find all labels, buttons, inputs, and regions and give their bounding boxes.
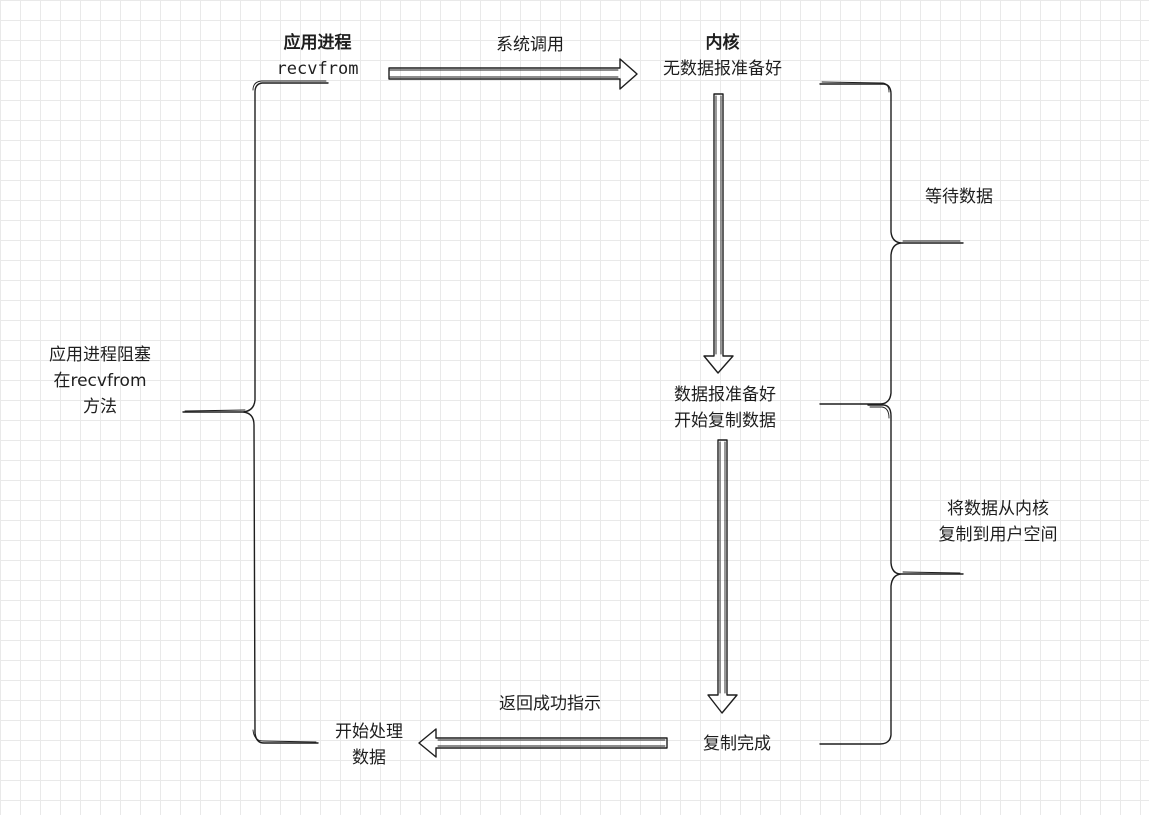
syscall-label: 系统调用 [496, 35, 564, 55]
copy-arrow [707, 439, 738, 714]
return-label: 返回成功指示 [499, 694, 601, 714]
blocking-brace-sketch [184, 80, 327, 743]
blocking-brace [182, 82, 329, 744]
copy-brace-sketch [869, 406, 961, 574]
return-arrow [418, 728, 668, 758]
copy-line2: 复制到用户空间 [938, 525, 1058, 545]
blocked-line1: 应用进程阻塞 [49, 345, 151, 365]
return-arrow-sketch [437, 739, 666, 747]
copy-line1: 将数据从内核 [947, 499, 1049, 519]
wait-arrow-sketch [715, 95, 722, 355]
process-label: 开始处理 数据 [314, 719, 424, 771]
copy-brace [819, 404, 964, 745]
copy-arrow-sketch [719, 441, 726, 694]
copy-label: 将数据从内核 复制到用户空间 [918, 496, 1078, 548]
syscall-arrow-sketch [389, 69, 619, 78]
wait-arrow [703, 93, 734, 374]
app-process-call: recvfrom [276, 59, 359, 79]
ready-line2: 开始复制数据 [674, 411, 776, 431]
blocked-label: 应用进程阻塞 在recvfrom 方法 [35, 342, 165, 420]
process-line2: 数据 [352, 748, 386, 768]
app-process-title: 应用进程 [283, 33, 352, 53]
wait-brace [819, 83, 964, 405]
wait-label: 等待数据 [925, 187, 993, 207]
app-process-label: 应用进程 recvfrom [255, 30, 380, 82]
kernel-label: 内核 无数据报准备好 [640, 30, 805, 82]
blocked-line2: 在recvfrom [53, 371, 147, 391]
process-line1: 开始处理 [335, 722, 403, 742]
syscall-arrow [388, 58, 638, 90]
kernel-title: 内核 [705, 33, 740, 53]
blocked-line3: 方法 [83, 397, 117, 417]
ready-line1: 数据报准备好 [674, 385, 776, 405]
done-label: 复制完成 [703, 734, 771, 754]
ready-label: 数据报准备好 开始复制数据 [645, 382, 805, 434]
wait-brace-sketch [821, 81, 961, 242]
kernel-status: 无数据报准备好 [663, 59, 782, 79]
